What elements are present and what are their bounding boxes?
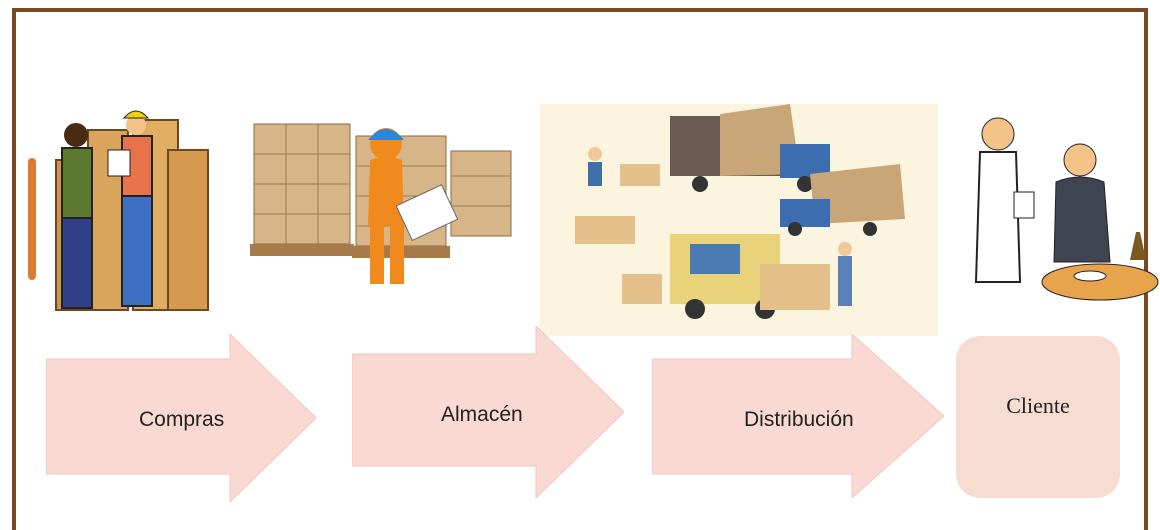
step-label-cliente: Cliente [1006, 393, 1070, 418]
warehouse-worker-illustration [250, 123, 512, 284]
step-label-distribucion: Distribución [744, 408, 854, 431]
step-label-almacen: Almacén [441, 403, 523, 426]
waiter-serving-customer-illustration [974, 117, 1159, 301]
delivery-trucks-illustration [540, 104, 938, 336]
flow-arrow-compras [46, 334, 316, 502]
step-label-compras: Compras [139, 408, 225, 431]
flow-arrow-distribucion [652, 334, 944, 498]
workers-with-boxes-illustration [55, 110, 209, 311]
flow-arrow-almacen [352, 326, 624, 498]
diagram-frame [12, 8, 1148, 530]
cliente-box [956, 336, 1120, 498]
orange-accent-bar [28, 158, 36, 280]
